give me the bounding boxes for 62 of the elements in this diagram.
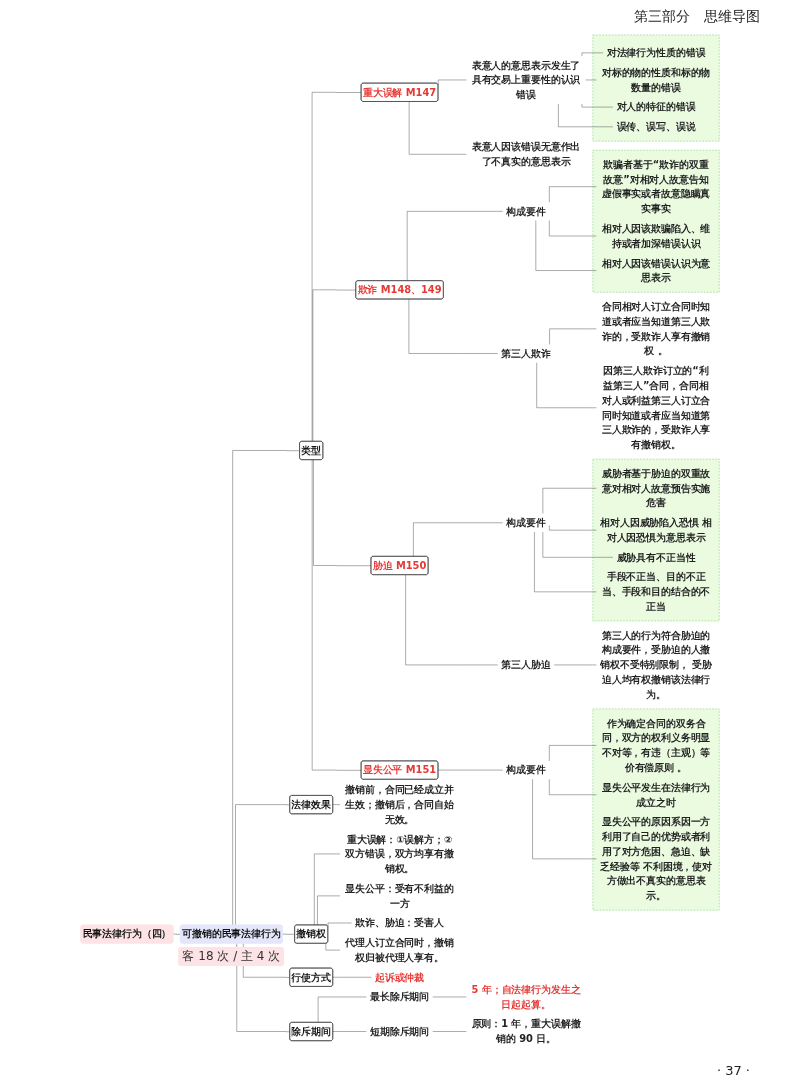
node-text: 对人的特征的错误 <box>616 101 696 113</box>
page-number: · 37 · <box>716 1063 750 1078</box>
connector <box>413 522 503 557</box>
connector <box>408 101 467 155</box>
connector <box>317 996 367 1023</box>
connector <box>332 1031 367 1032</box>
node-text: 相对人因该欺骗陷入、维持或者加深错误认识 <box>601 223 711 250</box>
node-text: 对法律行为性质的错误 <box>606 47 706 59</box>
node-text: 手段不正当、目的不正当、手段和目的结合的不正当 <box>601 571 711 613</box>
connector <box>311 459 362 771</box>
node-text: 显失公平的原因系因一方利用了自己的优势或者利用了对方危困、急迫、缺乏经验等 不利困境，使对方做出不真实的意思表示。 <box>600 816 713 902</box>
connector <box>332 977 372 978</box>
connector <box>311 92 362 442</box>
connector <box>314 853 341 926</box>
node-text: 威胁者基于胁迫的双重故意对相对人故意预告实施危害 <box>601 467 711 509</box>
node-text: 相对人因该错误认识为意思表示 <box>601 257 711 284</box>
cluster <box>592 149 720 293</box>
node-text: 撤销前，合同已经成立并生效；撤销后，合同自始无效。 <box>345 784 454 826</box>
connector <box>317 895 341 926</box>
node-text: 代理人订立合同时，撤销权归被代理人享有。 <box>345 937 454 964</box>
node-text: 欺诈、胁迫：受害人 <box>355 917 444 929</box>
node-text: 短期除斥期间 <box>369 1025 430 1038</box>
connector <box>282 933 296 935</box>
connector <box>438 769 503 771</box>
node-text: 威胁具有不正当性 <box>616 551 696 563</box>
node-text: 原则：1 年，重大误解撤销的 90 日。 <box>471 1018 581 1045</box>
connector <box>408 299 498 354</box>
node-text: 第三人的行为符合胁迫的构成要件，受胁迫的人撤销权不受特别限制， 受胁迫人均有权撤销该法律行为。 <box>600 629 713 701</box>
connector <box>325 943 341 951</box>
node-text: 重大误解：①误解方；②双方错误，双方均享有撤销权。 <box>345 833 454 875</box>
node-text: 作为确定合同的双务合同，双方的权利义务明显不对等，有违（主观）等价有偿原则 。 <box>601 717 711 774</box>
node-text: 因第三人欺诈订立的“利益第三人”合同，合同相对人或利益第三人订立合同时知道或者应当知道第三人欺诈的，受欺诈人享有撤销权。 <box>601 365 711 451</box>
connector <box>437 79 467 86</box>
node-text: 构成要件 <box>506 205 546 217</box>
node-text: 合同相对人订立合同时知道或者应当知道第三人欺诈的，受欺诈人享有撤销权 。 <box>601 301 711 357</box>
node-text: 表意人的意思表示发生了具有交易上重要性的认识错误 <box>471 59 581 101</box>
count-tag: 客 18 次 / 主 4 次 <box>178 947 285 967</box>
node-text: 起诉或仲裁 <box>374 971 425 983</box>
node-text: 第三人胁迫 <box>501 659 551 671</box>
connector <box>232 450 300 926</box>
cluster <box>592 708 720 911</box>
cluster <box>592 458 720 622</box>
node-text: 5 年；自法律行为发生之日起起算。 <box>471 983 581 1010</box>
node-text: 相对人因威胁陷入恐惧 相对人因恐惧为意思表示 <box>600 517 713 544</box>
connector <box>312 289 357 442</box>
node-text: 表意人因该错误无意作出了不真实的意思表示 <box>471 141 581 168</box>
node-text: 欺骗者基于“欺诈的双重故意”对相对人故意告知虚假事实或者故意隐瞒真实事实 <box>601 158 711 215</box>
node-text: 显失公平：受有不利益的一方 <box>345 882 454 909</box>
node-text: 最长除斥期间 <box>369 991 430 1003</box>
node-text: 显失公平发生在法律行为成立之时 <box>601 781 711 808</box>
node-text: 对标的物的性质和标的物数量的错误 <box>601 66 711 93</box>
node-text: 第三人欺诈 <box>501 347 551 360</box>
connector <box>327 922 352 928</box>
connector <box>313 459 372 566</box>
connector <box>405 574 498 666</box>
node-text: 误传、误写、误说 <box>616 121 696 133</box>
connector <box>406 211 503 282</box>
connector <box>332 804 341 806</box>
page-header: 第三部分 思维导图 <box>634 8 760 26</box>
node-text: 构成要件 <box>506 764 546 776</box>
cluster <box>592 34 720 142</box>
node-text: 构成要件 <box>506 517 546 529</box>
